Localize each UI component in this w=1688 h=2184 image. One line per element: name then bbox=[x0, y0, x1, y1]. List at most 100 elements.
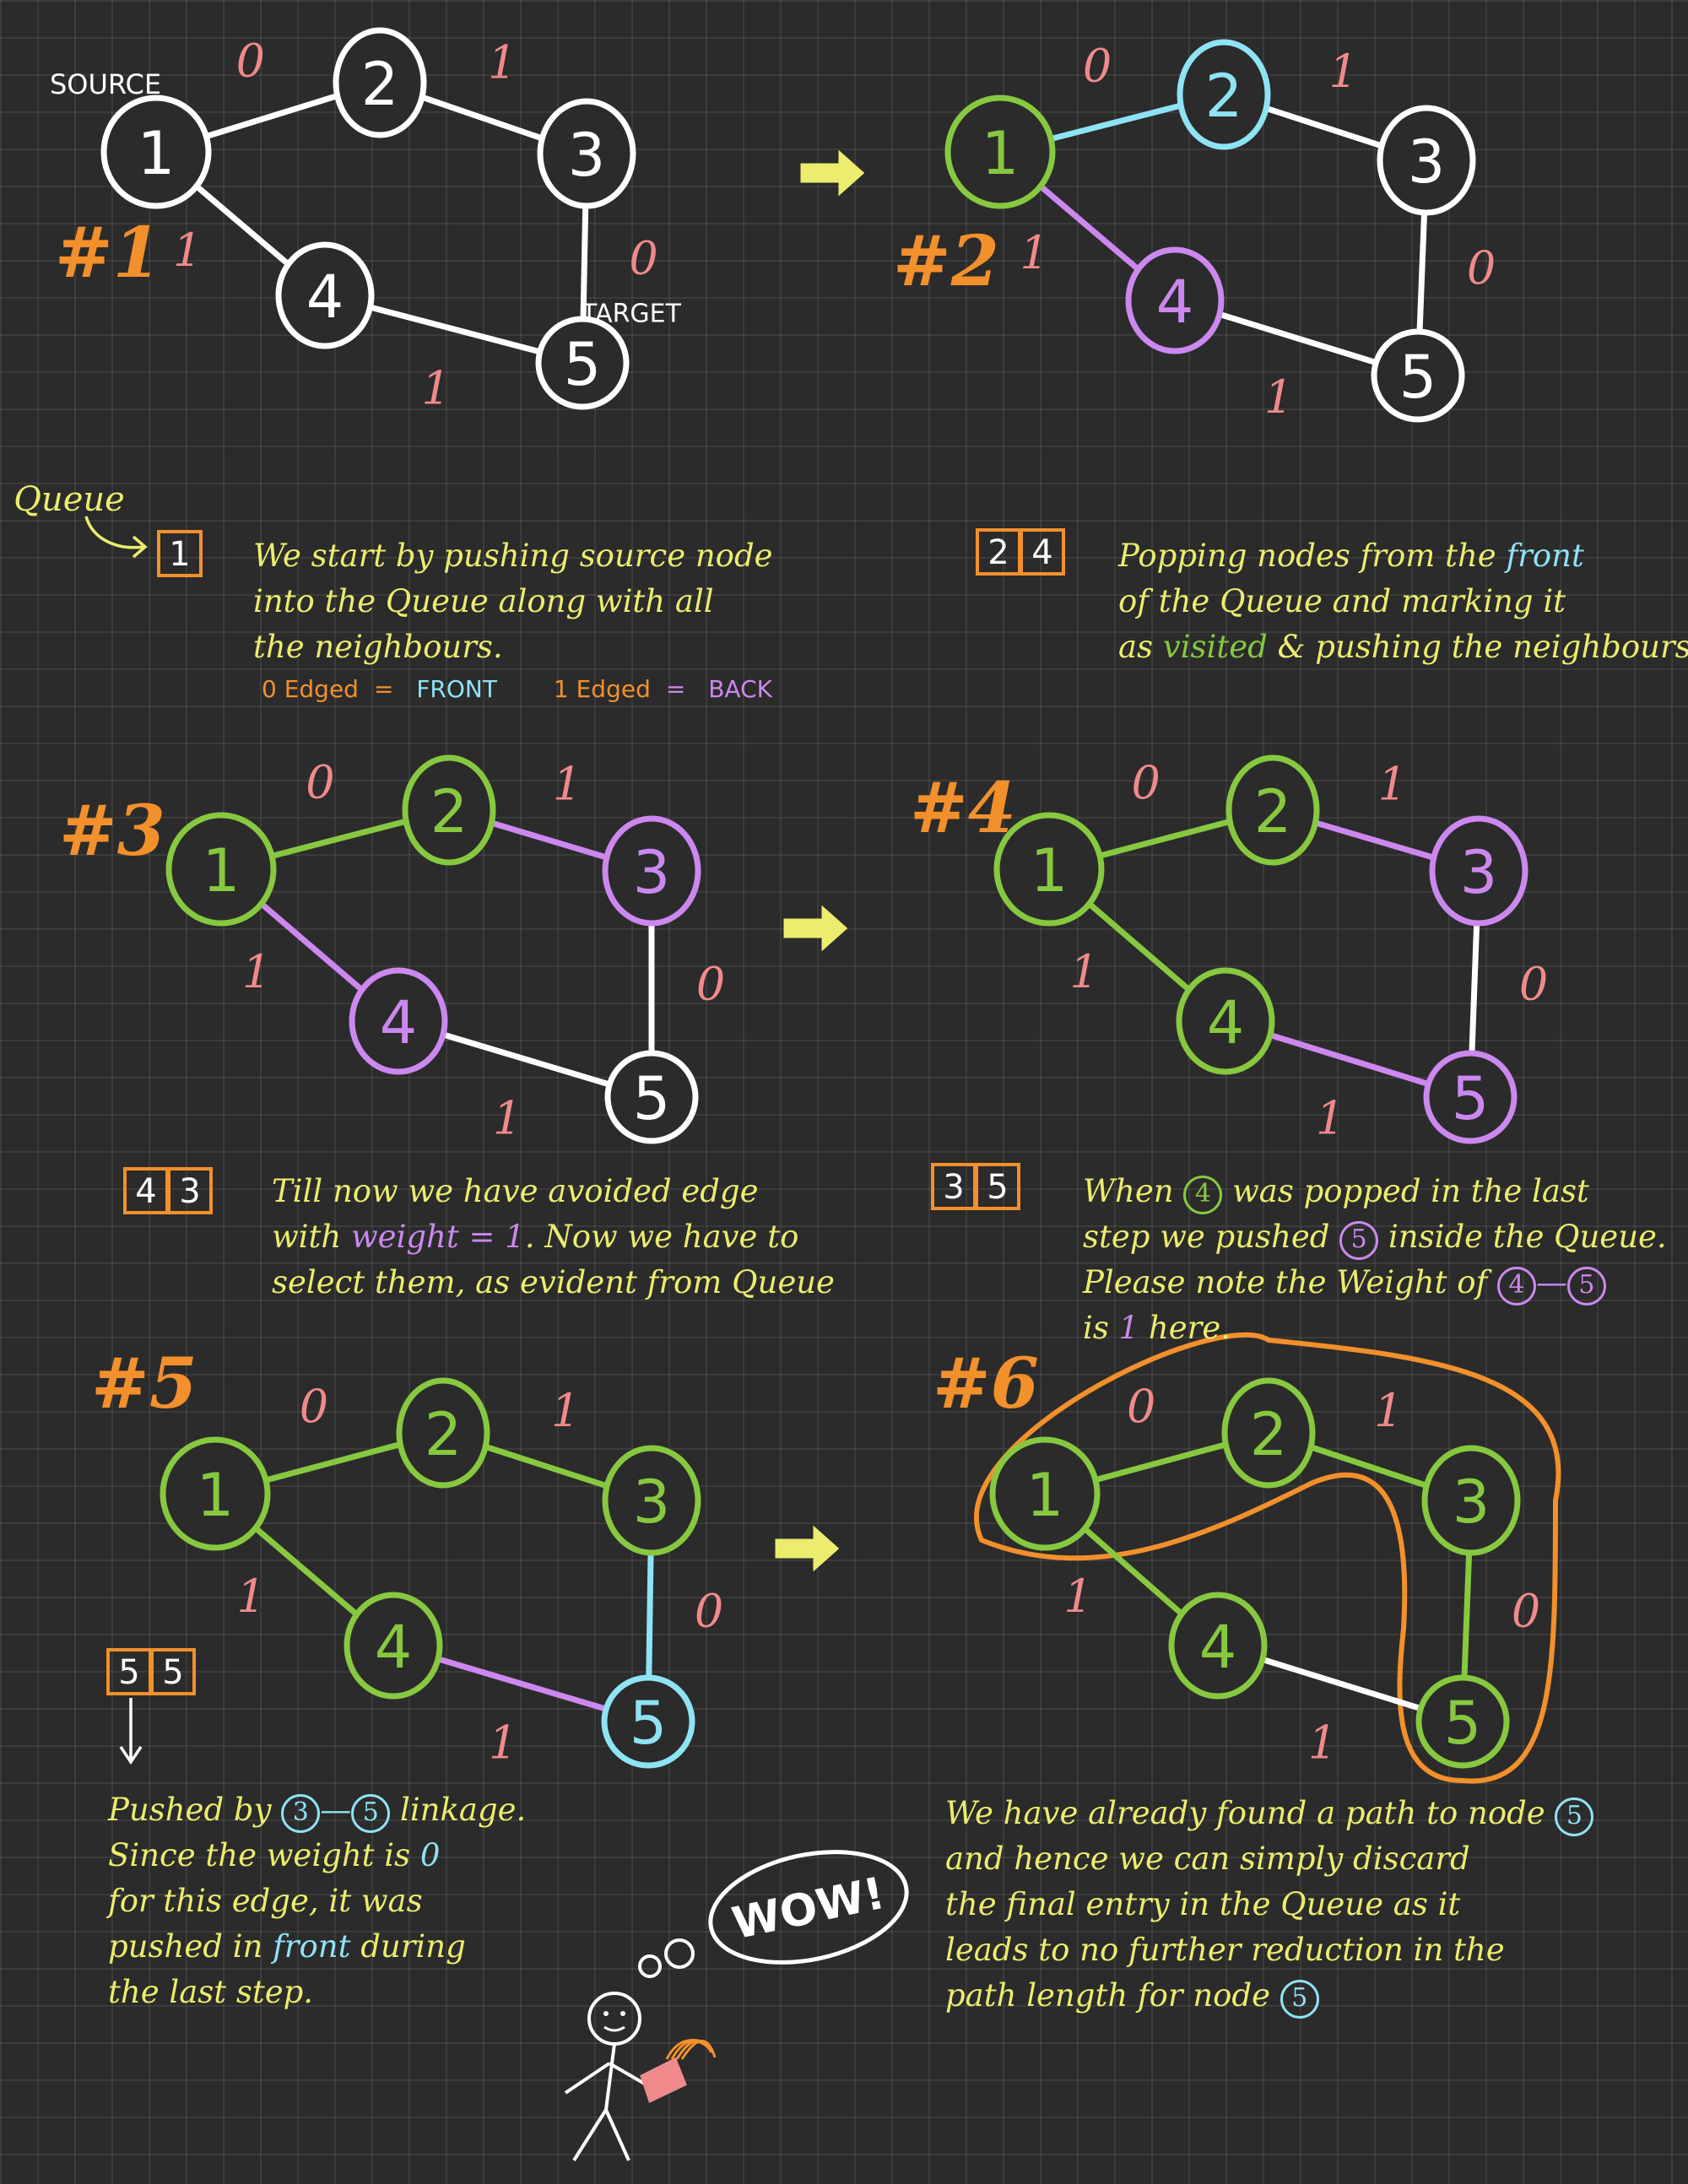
figure-arm bbox=[608, 2062, 647, 2086]
edge-weight-3-5: 0 bbox=[695, 1585, 723, 1638]
queue-cell-value: 4 bbox=[135, 1172, 156, 1211]
queue-cell bbox=[1020, 528, 1065, 576]
figure-eye bbox=[603, 2011, 609, 2016]
node-4-circle bbox=[344, 1592, 443, 1700]
queue-cell-value: 5 bbox=[162, 1653, 183, 1692]
edge-weight-4-5: 1 bbox=[489, 1716, 517, 1770]
queue-arrow-head bbox=[132, 535, 148, 559]
wow-text: WOW! bbox=[728, 1868, 889, 1950]
stick-figure bbox=[564, 1992, 717, 2162]
node-5-circle bbox=[1415, 1674, 1510, 1769]
edge-weight-3-5: 0 bbox=[1519, 958, 1548, 1011]
node-1-circle bbox=[165, 812, 277, 927]
figure-mouth bbox=[603, 2025, 625, 2032]
note-step6: We have already found a path to node 5 a… bbox=[945, 1791, 1594, 2019]
source-label: SOURCE bbox=[50, 68, 161, 100]
edge-legend: 0 Edged= FRONT 1 Edged= BACK bbox=[262, 675, 773, 703]
node-5-label: 5 bbox=[1452, 1064, 1490, 1133]
edge-weight-2-3: 1 bbox=[1378, 757, 1407, 810]
node-ref-4: 4 bbox=[1496, 1267, 1536, 1306]
thought-dot bbox=[664, 1938, 695, 1969]
step-label: #5 bbox=[91, 1343, 197, 1424]
book-pages bbox=[675, 2040, 713, 2060]
edge-weight-4-5: 1 bbox=[421, 362, 450, 415]
queue-cell bbox=[150, 1648, 196, 1695]
node-ref-5: 5 bbox=[351, 1794, 391, 1833]
edge-weight-4-5: 1 bbox=[1264, 370, 1293, 424]
node-2-label: 2 bbox=[361, 50, 399, 119]
edge-weight-3-5: 0 bbox=[696, 958, 725, 1011]
figure-leg bbox=[572, 2108, 608, 2162]
edge-weight-1-2: 0 bbox=[1131, 756, 1160, 809]
edge-weight-1-4: 1 bbox=[1020, 226, 1048, 279]
edge-weight-2-3: 1 bbox=[551, 1384, 580, 1437]
node-4-circle bbox=[1168, 1592, 1268, 1700]
note-step2: Popping nodes from the front of the Queu… bbox=[1118, 538, 1688, 665]
node-5-label: 5 bbox=[630, 1689, 668, 1758]
edge-weight-4-5: 1 bbox=[493, 1092, 522, 1145]
node-ref-5: 5 bbox=[1555, 1797, 1594, 1836]
node-2-label: 2 bbox=[1250, 1400, 1288, 1469]
node-1-circle bbox=[160, 1436, 271, 1551]
node-4-label: 4 bbox=[306, 262, 344, 332]
edge-weight-1-2: 0 bbox=[300, 1380, 328, 1433]
edge-weight-1-2: 0 bbox=[1083, 40, 1112, 93]
edge-weight-1-4: 1 bbox=[242, 945, 271, 998]
step-label: #3 bbox=[59, 791, 165, 872]
edge-weight-1-4: 1 bbox=[173, 224, 202, 277]
edge-weight-4-5: 1 bbox=[1316, 1092, 1344, 1145]
node-ref-5: 5 bbox=[1339, 1221, 1379, 1260]
step-label: #4 bbox=[910, 768, 1016, 849]
node-3-circle bbox=[602, 1445, 701, 1556]
edge-weight-1-2: 0 bbox=[1127, 1380, 1155, 1433]
node-4-label: 4 bbox=[1199, 1613, 1237, 1682]
node-3-circle bbox=[537, 98, 636, 209]
edge-weight-1-2: 0 bbox=[306, 756, 334, 809]
figure-head bbox=[587, 1992, 641, 2046]
node-1-circle bbox=[989, 1436, 1101, 1551]
node-5-circle bbox=[1371, 328, 1465, 423]
queue-cell bbox=[975, 1163, 1020, 1210]
node-2-label: 2 bbox=[430, 777, 468, 846]
node-2-circle bbox=[1225, 754, 1320, 866]
edge-weight-1-2: 0 bbox=[236, 35, 265, 88]
queue-arrow bbox=[84, 516, 144, 549]
transition-arrow bbox=[783, 905, 848, 952]
node-1-label: 1 bbox=[203, 836, 241, 905]
queue-cell-value: 1 bbox=[169, 535, 190, 574]
node-1-label: 1 bbox=[982, 119, 1020, 188]
node-2-circle bbox=[402, 754, 496, 866]
transition-arrow bbox=[800, 149, 865, 197]
node-4-label: 4 bbox=[380, 988, 418, 1057]
note-step3: Till now we have avoided edge with weigh… bbox=[272, 1173, 835, 1300]
edge-weight-2-3: 1 bbox=[553, 757, 582, 810]
node-4-circle bbox=[1176, 967, 1275, 1075]
node-ref-4: 4 bbox=[1183, 1176, 1223, 1214]
node-3-circle bbox=[1429, 815, 1528, 927]
node-1-label: 1 bbox=[197, 1461, 235, 1530]
target-label: TARGET bbox=[581, 300, 682, 329]
node-3-label: 3 bbox=[1453, 1468, 1491, 1537]
node-ref-3: 3 bbox=[281, 1794, 321, 1833]
node-4-label: 4 bbox=[1156, 268, 1194, 337]
queue-cell-value: 5 bbox=[118, 1653, 139, 1692]
node-5-label: 5 bbox=[564, 330, 602, 399]
node-2-circle bbox=[1221, 1377, 1316, 1489]
edge-weight-4-5: 1 bbox=[1308, 1716, 1337, 1770]
node-1-label: 1 bbox=[138, 119, 176, 188]
queue-cell-value: 5 bbox=[987, 1168, 1008, 1207]
node-ref-5: 5 bbox=[1566, 1267, 1606, 1306]
node-2-label: 2 bbox=[1205, 62, 1243, 131]
book-pages bbox=[680, 2040, 717, 2060]
node-3-circle bbox=[1377, 105, 1476, 216]
node-5-label: 5 bbox=[1399, 343, 1437, 412]
queue-cell-value: 3 bbox=[179, 1172, 200, 1211]
note-step5: Pushed by 3—5 linkage. Since the weight … bbox=[108, 1792, 527, 2010]
node-1-circle bbox=[100, 95, 212, 209]
